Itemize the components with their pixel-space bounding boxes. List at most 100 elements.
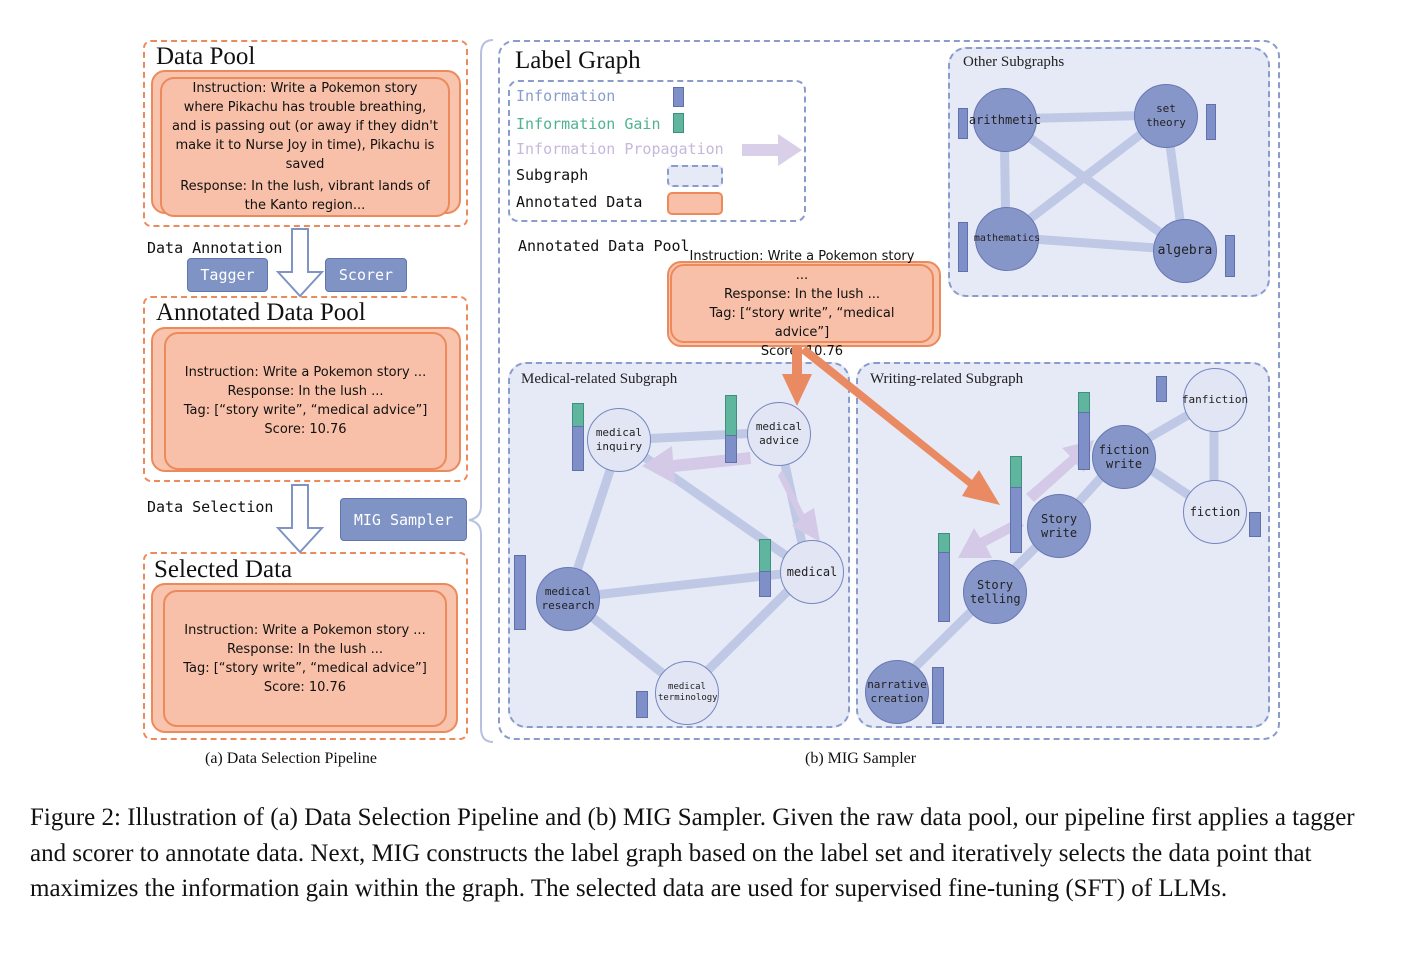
- node-medical-inquiry-label: medical inquiry: [595, 426, 643, 453]
- annotated-data-pool-label: Annotated Data Pool: [518, 237, 690, 255]
- mig-sampler-button[interactable]: MIG Sampler: [340, 498, 467, 541]
- info-bar: [1206, 104, 1216, 140]
- propagation-arrow-icon: [742, 134, 802, 166]
- info-bar: [958, 108, 968, 139]
- node-fiction-write-label: fiction write: [1098, 443, 1150, 471]
- node-arithmetic-label: arithmetic: [968, 113, 1042, 127]
- info-bar: [514, 555, 526, 630]
- medical-subgraph-title: Medical-related Subgraph: [521, 371, 678, 387]
- caption-a: (a) Data Selection Pipeline: [205, 750, 377, 767]
- gain-bar: [572, 403, 584, 427]
- node-medical-terminology: medical terminology: [655, 661, 719, 725]
- selected-tag: Tag: [“story write”, “medical advice”]: [183, 660, 427, 676]
- legend-information: Information: [516, 87, 616, 105]
- pool-instruction: Instruction: Write a Pokemon story ...: [689, 248, 915, 283]
- annotated-instruction: Instruction: Write a Pokemon story ...: [184, 365, 427, 380]
- info-bar: [1156, 376, 1167, 402]
- node-medical-advice: medical advice: [747, 402, 811, 466]
- info-bar: [1010, 487, 1022, 553]
- node-set-theory-label: set theory: [1146, 102, 1186, 129]
- other-subgraphs-title: Other Subgraphs: [963, 54, 1065, 70]
- legend-annotated-swatch: [667, 192, 723, 215]
- info-bar: [1078, 412, 1090, 470]
- legend-subgraph: Subgraph: [516, 166, 589, 184]
- caption-b: (b) MIG Sampler: [805, 750, 917, 767]
- node-story-telling: Story telling: [963, 560, 1027, 624]
- node-fanfiction-label: fanfiction: [1181, 393, 1249, 406]
- selected-score: Score: 10.76: [263, 679, 347, 695]
- info-bar: [932, 667, 944, 724]
- legend-box: [508, 80, 806, 222]
- gain-bar: [759, 539, 771, 572]
- info-bar: [1225, 235, 1235, 277]
- node-medical: medical: [780, 540, 844, 604]
- node-story-write: Story write: [1027, 494, 1091, 558]
- gain-bar: [1078, 392, 1090, 413]
- node-narrative-creation: narrative creation: [865, 660, 929, 724]
- data-pool-box: [143, 40, 468, 227]
- node-fanfiction: fanfiction: [1181, 368, 1249, 432]
- info-bar: [958, 222, 968, 272]
- annotated-response: Response: In the lush ...: [227, 384, 384, 399]
- info-bar: [938, 552, 950, 622]
- node-medical-terminology-label: medical terminology: [658, 682, 718, 703]
- node-algebra: algebra: [1153, 219, 1217, 283]
- info-bar: [636, 691, 648, 718]
- label-graph-box: [498, 40, 1280, 740]
- info-bar: [725, 435, 737, 463]
- pool-tag: Tag: [“story write”, “medical advice”]: [709, 305, 895, 340]
- scorer-button[interactable]: Scorer: [325, 258, 407, 292]
- data-pool-card: Instruction: Write a Pokemon story where…: [160, 77, 450, 217]
- node-medical-inquiry: medical inquiry: [587, 408, 651, 472]
- node-set-theory: set theory: [1134, 84, 1198, 148]
- figure-caption: Figure 2: Illustration of (a) Data Selec…: [30, 804, 1355, 902]
- info-bar: [759, 571, 771, 597]
- gain-bar: [725, 395, 737, 436]
- writing-propagation-arrows: [958, 440, 1094, 558]
- node-fiction-write: fiction write: [1092, 425, 1156, 489]
- tagger-button[interactable]: Tagger: [187, 258, 268, 292]
- brace-connector: [468, 39, 494, 743]
- node-fiction: fiction: [1183, 480, 1247, 544]
- selected-card: Instruction: Write a Pokemon story ... R…: [163, 590, 447, 727]
- selected-instruction: Instruction: Write a Pokemon story ...: [184, 622, 426, 638]
- node-mathematics-label: mathematics: [973, 233, 1041, 244]
- selected-response: Response: In the lush ...: [226, 641, 383, 657]
- legend-gain-swatch: [673, 113, 684, 133]
- selected-data-box: [143, 552, 468, 740]
- node-medical-label: medical: [786, 565, 838, 579]
- label-graph-title: Label Graph: [515, 47, 641, 74]
- gain-bar: [938, 533, 950, 553]
- data-pool-instruction: Instruction: Write a Pokemon story where…: [172, 81, 438, 172]
- info-bar: [1249, 512, 1261, 537]
- legend-subgraph-swatch: [667, 165, 723, 187]
- annotated-pool-box: [143, 296, 468, 482]
- annotated-tag: Tag: [“story write”, “medical advice”]: [183, 403, 428, 418]
- node-medical-research-label: medical research: [541, 585, 595, 612]
- data-pool-response: Response: In the lush, vibrant lands of …: [180, 179, 430, 213]
- pool-response: Response: In the lush ...: [723, 286, 880, 302]
- node-arithmetic: arithmetic: [969, 88, 1041, 152]
- data-annotation-label: Data Annotation: [147, 239, 283, 257]
- legend-annotated: Annotated Data: [516, 193, 643, 211]
- node-narrative-creation-label: narrative creation: [867, 678, 927, 705]
- down-arrow-icon: [276, 484, 324, 554]
- data-pool-title: Data Pool: [156, 43, 256, 70]
- writing-subgraph-title: Writing-related Subgraph: [870, 371, 1024, 387]
- node-fiction-label: fiction: [1189, 505, 1241, 519]
- node-mathematics: mathematics: [973, 207, 1041, 271]
- annotated-card: Instruction: Write a Pokemon story ... R…: [164, 332, 447, 470]
- node-medical-research: medical research: [536, 567, 600, 631]
- node-story-telling-label: Story telling: [970, 578, 1021, 606]
- annotated-score: Score: 10.76: [264, 422, 347, 437]
- node-algebra-label: algebra: [1157, 243, 1213, 258]
- annotated-pool-title: Annotated Data Pool: [156, 299, 366, 326]
- info-bar: [572, 426, 584, 471]
- node-medical-advice-label: medical advice: [755, 420, 803, 447]
- down-arrow-icon: [276, 228, 324, 298]
- selection-arrows: [782, 346, 1000, 505]
- medical-propagation-arrows: [642, 446, 820, 542]
- legend-information-gain: Information Gain: [516, 115, 661, 133]
- selected-data-title: Selected Data: [154, 556, 293, 583]
- legend-propagation: Information Propagation: [516, 140, 724, 158]
